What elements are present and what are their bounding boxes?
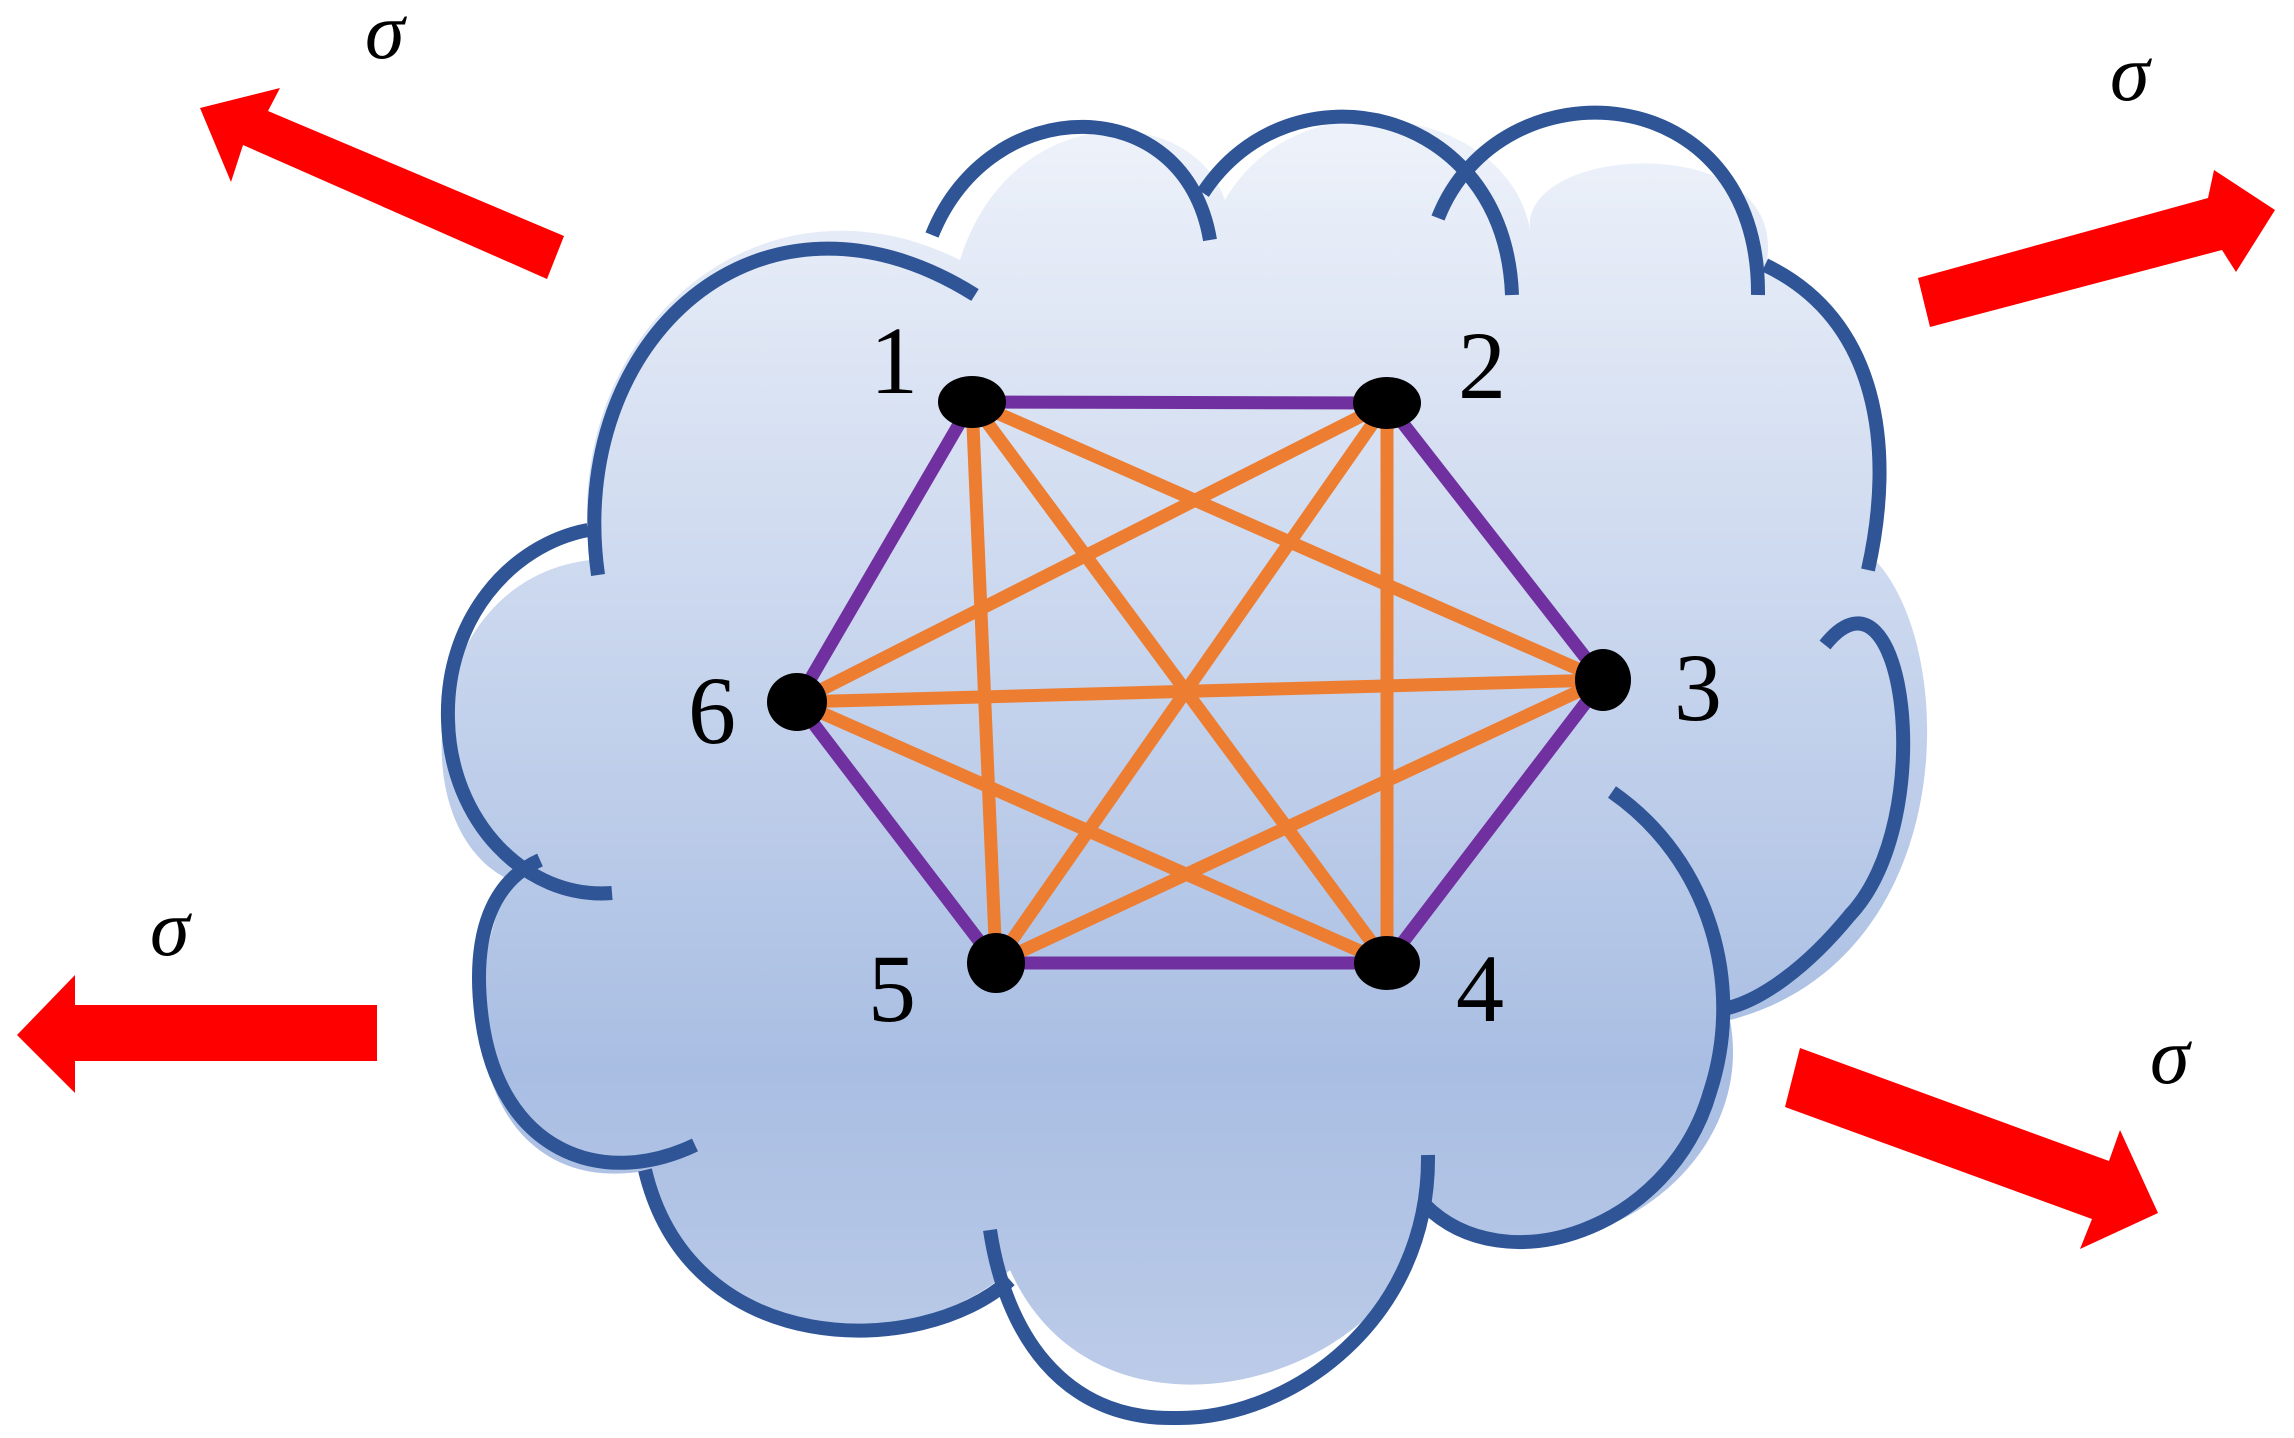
sigma-label-top-left: σ (365, 0, 407, 76)
cross-edge-1-5 (965, 395, 1003, 970)
cross-edge-2-5 (986, 393, 1397, 973)
stress-arrow-upper-left (200, 88, 564, 279)
node-1 (938, 376, 1006, 428)
cross-edge-3-5 (987, 671, 1612, 972)
sigma-label-left: σ (150, 885, 192, 973)
stress-arrow-upper-right (1918, 170, 2275, 327)
cross-edges (788, 392, 1612, 973)
stress-arrow-left (17, 975, 377, 1093)
sigma-label-bottom-right: σ (2150, 1013, 2192, 1101)
ring-edge-1-2 (965, 395, 1394, 410)
cross-edge-4-6 (788, 693, 1396, 972)
node-5 (967, 933, 1025, 993)
sigma-label-top-right: σ (2110, 30, 2152, 118)
ring-edge-3-4 (1377, 670, 1613, 973)
stress-arrows (17, 88, 2275, 1249)
cross-edge-3-6 (790, 673, 1610, 709)
cloud (440, 105, 1928, 1426)
node-label-3: 3 (1674, 634, 1722, 741)
ring-edges (787, 393, 1613, 973)
node-6 (767, 673, 827, 731)
node-label-1: 1 (870, 307, 918, 414)
cross-edge-2-6 (788, 394, 1396, 711)
stress-labels: σ σ σ σ (150, 0, 2192, 1101)
node-label-4: 4 (1456, 935, 1504, 1042)
node-2 (1353, 377, 1421, 429)
cloud-outline (440, 105, 1911, 1426)
nodes (767, 376, 1631, 993)
ring-edge-5-6 (787, 692, 1006, 973)
node-label-6: 6 (688, 657, 736, 764)
stress-arrow-lower-right (1785, 1048, 2158, 1249)
node-labels: 1 2 3 4 5 6 (688, 307, 1722, 1042)
node-label-5: 5 (868, 935, 916, 1042)
ring-edge-2-3 (1377, 393, 1613, 690)
ring-edge-6-1 (788, 393, 981, 711)
cloud-body (441, 119, 1928, 1385)
node-4 (1354, 936, 1420, 990)
node-label-2: 2 (1458, 312, 1506, 419)
cross-edge-1-4 (962, 392, 1397, 973)
node-3 (1575, 649, 1631, 711)
